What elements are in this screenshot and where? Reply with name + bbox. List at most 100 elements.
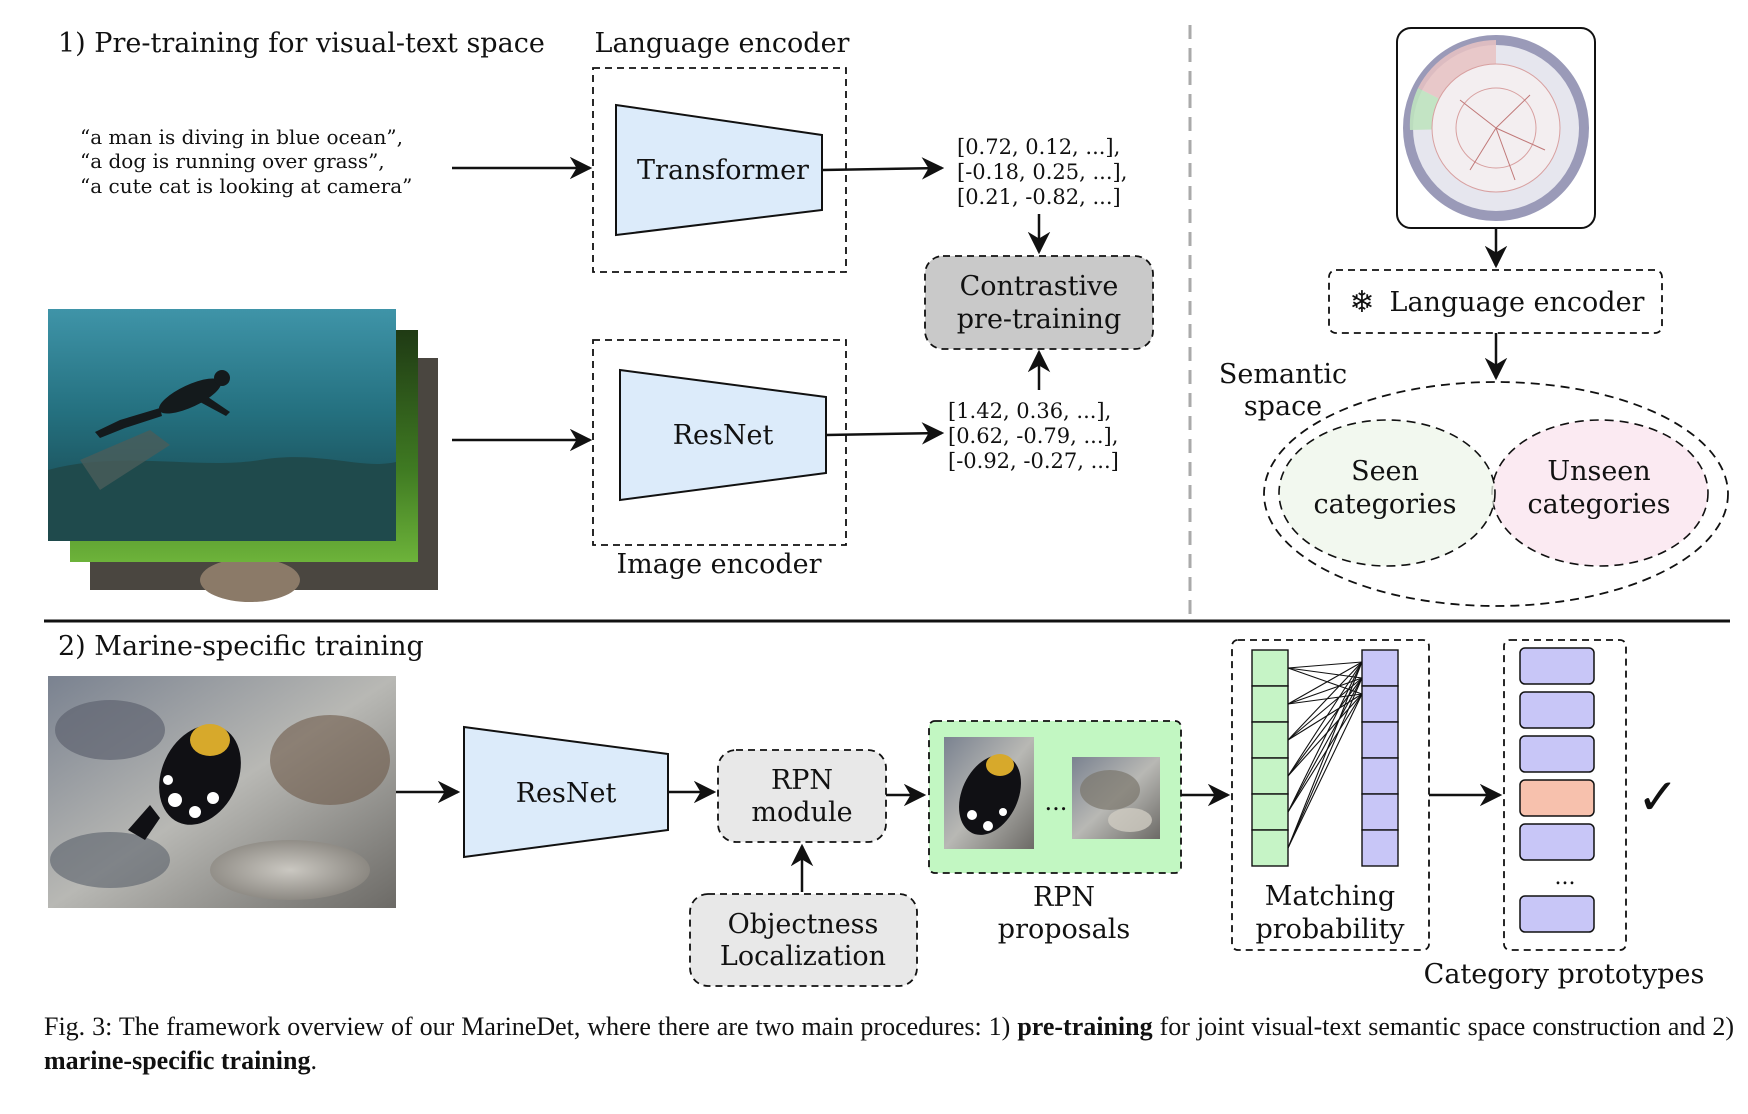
resnet-block-2: [463, 725, 669, 859]
matching-connection: [1287, 677, 1363, 741]
prototype-bar: [1519, 895, 1595, 933]
language-encoder-label: Language encoder: [595, 28, 850, 59]
wreck: [80, 430, 170, 490]
checkmark-icon: ✓: [1637, 768, 1679, 826]
category-prototypes-label: Category prototypes: [1424, 959, 1705, 990]
image-encoder-label: Image encoder: [616, 549, 821, 580]
matching-connection: [1287, 667, 1363, 695]
matching-left-column: [1251, 649, 1289, 867]
seen-categories-ellipse: [1278, 419, 1496, 567]
matching-right-column: [1361, 649, 1399, 867]
unseen-categories-label: Unseen: [1547, 456, 1650, 487]
resnet-block: [619, 368, 827, 502]
transformer-output-arrow: [821, 157, 945, 180]
transformer-block: [615, 103, 823, 237]
caption-bold-pretraining: pre-training: [1017, 1012, 1153, 1041]
rpn-module-label: RPN: [771, 765, 833, 796]
frozen-language-encoder-box: [1328, 269, 1663, 334]
semantic-space-ellipse: [1263, 381, 1729, 607]
seen-categories-label: categories: [1314, 489, 1457, 520]
rpn-module-box: [717, 749, 887, 843]
seabed: [48, 457, 396, 541]
rpn-module-label: module: [751, 797, 852, 828]
matching-right-cell: [1361, 649, 1399, 687]
matching-connection: [1287, 677, 1363, 849]
matching-connection: [1287, 677, 1363, 705]
rpn-proposals-label: proposals: [998, 914, 1130, 945]
rpn-proposals-label: RPN: [1033, 882, 1095, 913]
caption-line: “a man is diving in blue ocean”,: [80, 125, 403, 149]
matching-left-cell: [1251, 793, 1289, 831]
seen-categories-label: Seen: [1351, 456, 1419, 487]
caption-middle: for joint visual-text semantic space con…: [1152, 1012, 1734, 1041]
clown-triggerfish: [128, 724, 241, 840]
taxonomy-tree-icon: [1403, 35, 1589, 221]
semantic-space-label: space: [1244, 391, 1322, 422]
contrastive-pretraining-box: [924, 255, 1154, 350]
matching-connection: [1287, 693, 1363, 741]
image-encoder-box: [592, 339, 847, 546]
resnet-label: ResNet: [673, 420, 774, 451]
text-captions: “a man is diving in blue ocean”, “a dog …: [80, 125, 412, 198]
prototype-bar: [1519, 647, 1595, 685]
matching-left-cell: [1251, 829, 1289, 867]
matching-connection: [1287, 677, 1363, 813]
prototype-bar: [1519, 691, 1595, 729]
caption-line: “a dog is running over grass”,: [80, 149, 385, 173]
objectness-localization-box: [689, 893, 918, 987]
matching-connection: [1287, 661, 1363, 705]
image-stack: [48, 309, 438, 602]
objectness-label: Objectness: [728, 909, 879, 940]
transformer-label: Transformer: [637, 155, 809, 186]
matching-connections: [1287, 661, 1363, 849]
proposal-fish-crop: [944, 737, 1034, 849]
matching-connection: [1287, 693, 1363, 813]
caption-suffix: .: [310, 1046, 317, 1075]
matching-right-cell: [1361, 757, 1399, 795]
diver-figure: [95, 370, 230, 438]
category-prototypes: [1519, 647, 1595, 933]
matching-right-cell: [1361, 721, 1399, 759]
section2-title: 2) Marine-specific training: [58, 631, 424, 662]
matching-connection: [1287, 661, 1363, 741]
objectness-label: Localization: [720, 941, 886, 972]
matching-connection: [1287, 693, 1363, 849]
text-vector: [0.72, 0.12, ...],: [957, 135, 1120, 159]
resnet-label-2: ResNet: [516, 778, 617, 809]
matching-connection: [1287, 661, 1363, 777]
matching-connection: [1287, 667, 1363, 679]
image-vector: [1.42, 0.36, ...],: [948, 399, 1111, 423]
text-vector: [-0.18, 0.25, ...],: [957, 160, 1127, 184]
prototype-bar: [1519, 823, 1595, 861]
prototype-bar: [1519, 735, 1595, 773]
matching-right-cell: [1361, 793, 1399, 831]
unseen-categories-label: categories: [1528, 489, 1671, 520]
matching-label: Matching: [1265, 881, 1395, 912]
matching-connection: [1287, 693, 1363, 705]
contrastive-label: pre-training: [957, 304, 1121, 335]
frozen-language-encoder-label: Language encoder: [1390, 287, 1645, 318]
snowflake-icon: ❄: [1349, 285, 1374, 320]
figure-caption: Fig. 3: The framework overview of our Ma…: [44, 1010, 1734, 1078]
matching-right-cell: [1361, 685, 1399, 723]
text-embeddings: [0.72, 0.12, ...], [-0.18, 0.25, ...], […: [957, 135, 1127, 209]
matching-box: [1231, 639, 1430, 951]
prototype-selected: [1519, 779, 1595, 817]
matching-connection: [1287, 677, 1363, 777]
caption-bold-marine: marine-specific training: [44, 1046, 311, 1075]
matching-label: probability: [1255, 914, 1405, 945]
reef-fish-image: [48, 676, 396, 908]
section1-title: 1) Pre-training for visual-text space: [58, 28, 545, 59]
matching-connection: [1287, 661, 1363, 849]
prototypes-ellipsis: ...: [1555, 865, 1576, 890]
semantic-space-label: Semantic: [1219, 359, 1347, 390]
contrastive-label: Contrastive: [960, 271, 1119, 302]
matching-connection: [1287, 661, 1363, 669]
caption-prefix: Fig. 3: The framework overview of our Ma…: [44, 1012, 1018, 1041]
matching-left-cell: [1251, 649, 1289, 687]
prototypes-box: [1503, 639, 1627, 951]
image-vector: [0.62, -0.79, ...],: [948, 424, 1118, 448]
image-vector: [-0.92, -0.27, ...]: [948, 449, 1119, 473]
text-vector: [0.21, -0.82, ...]: [957, 185, 1121, 209]
